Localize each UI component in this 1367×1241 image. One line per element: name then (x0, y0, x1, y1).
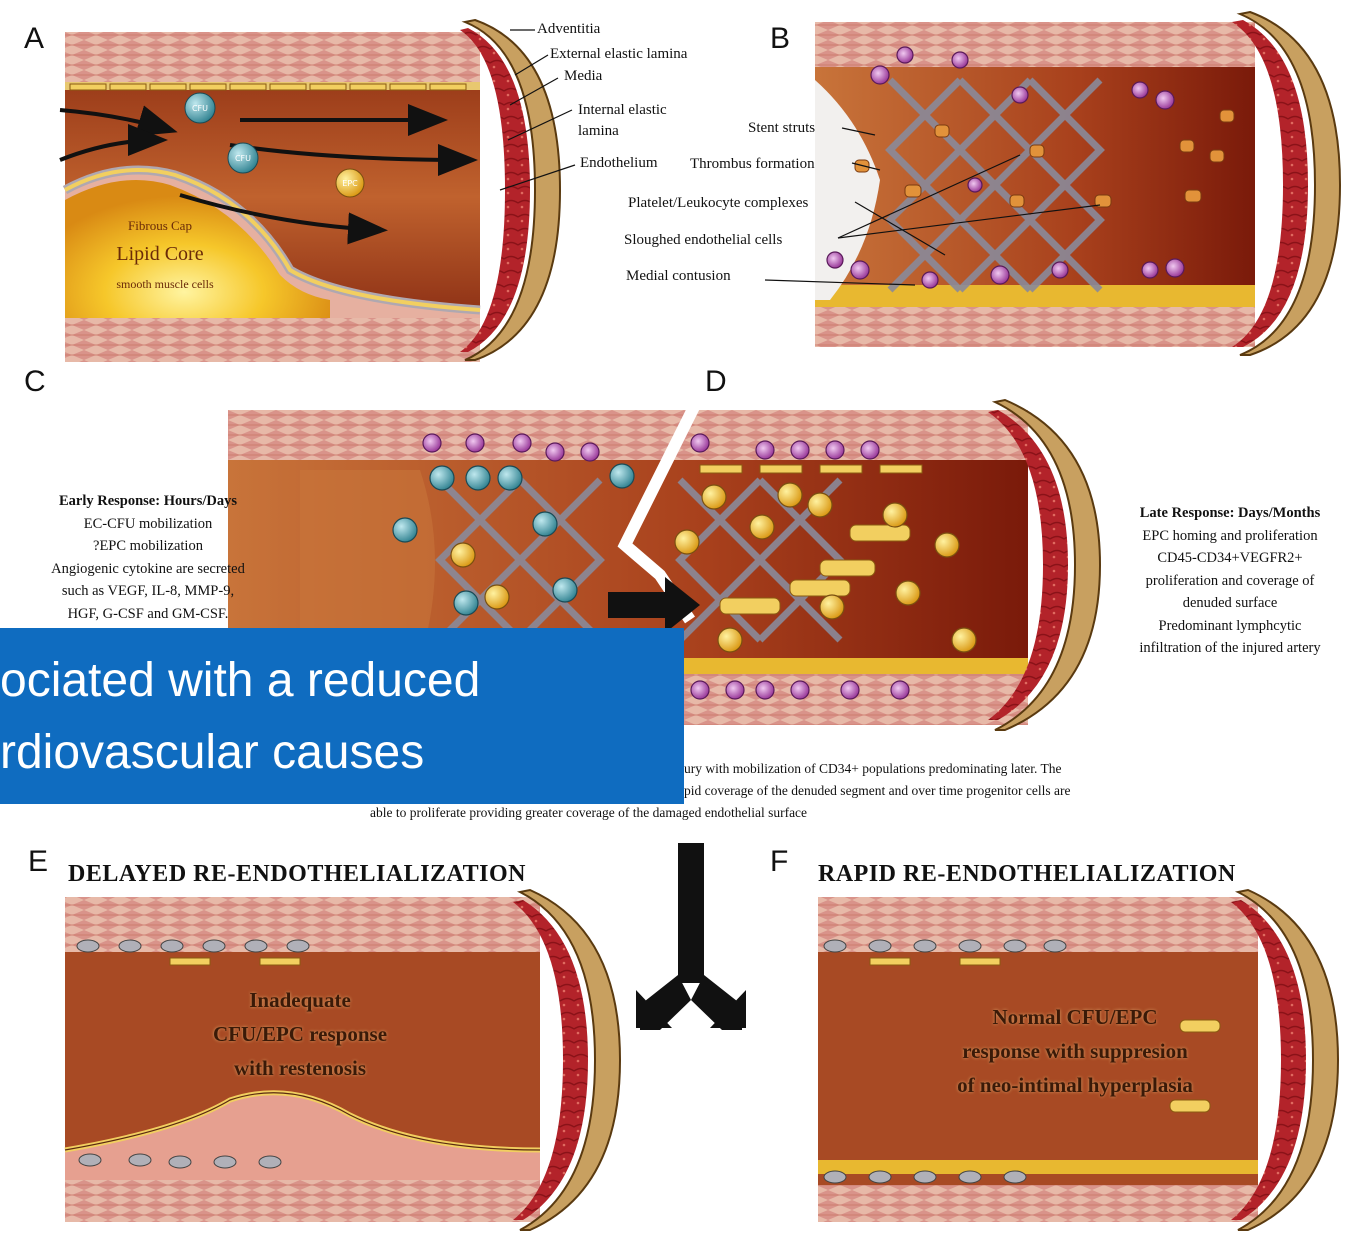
panel-e-text: Inadequate CFU/EPC response with resteno… (150, 983, 450, 1085)
overlay-banner: ociated with a reduced rdiovascular caus… (0, 628, 684, 804)
label-stent-struts: Stent struts (748, 120, 815, 137)
late-line-5: Predominant lymphcytic (1159, 618, 1302, 634)
panel-f-label: F (770, 845, 788, 879)
label-fibrous-cap: Fibrous Cap (110, 218, 210, 234)
late-response-text: Late Response: Days/Months EPC homing an… (1095, 502, 1365, 660)
cell-label: EPC (342, 179, 358, 188)
panel-f-line-1: Normal CFU/EPC (890, 1000, 1260, 1034)
caption-line-1: ury with mobilization of CD34+ populatio… (684, 758, 1061, 779)
panel-c-label: C (24, 365, 46, 399)
panel-e-title: DELAYED RE-ENDOTHELIALIZATION (68, 861, 526, 888)
early-response-title: Early Response: Hours/Days (59, 493, 237, 509)
panel-e-label: E (28, 845, 48, 879)
early-line-1: EC-CFU mobilization (84, 516, 212, 532)
panel-b-label: B (770, 22, 790, 56)
label-thrombus-formation: Thrombus formation (690, 156, 815, 173)
cell-label: CFU (192, 104, 208, 113)
label-lipid-core: Lipid Core (80, 243, 240, 266)
late-line-3: proliferation and coverage of (1146, 573, 1315, 589)
label-smooth-muscle-cells: smooth muscle cells (85, 277, 245, 292)
label-platelet-leukocyte: Platelet/Leukocyte complexes (628, 195, 808, 212)
late-response-title: Late Response: Days/Months (1140, 505, 1320, 521)
label-medial-contusion: Medial contusion (626, 268, 731, 285)
caption-line-2: pid coverage of the denuded segment and … (684, 780, 1070, 801)
label-external-elastic-lamina: External elastic lamina (550, 46, 687, 63)
panel-f-title: RAPID RE-ENDOTHELIALIZATION (818, 861, 1236, 888)
banner-line-1: ociated with a reduced (0, 645, 684, 717)
panel-f-line-2: response with suppresion (890, 1034, 1260, 1068)
label-adventitia: Adventitia (537, 21, 600, 38)
early-line-3: Angiogenic cytokine are secreted (51, 561, 245, 577)
panel-b-artery (765, 12, 1340, 355)
early-line-5: HGF, G-CSF and GM-CSF. (68, 606, 229, 622)
label-endothelium: Endothelium (580, 155, 658, 172)
panel-e-line-2: CFU/EPC response (150, 1017, 450, 1051)
caption-line-3: able to proliferate providing greater co… (370, 802, 807, 823)
label-sloughed-endothelial: Sloughed endothelial cells (624, 232, 782, 249)
late-line-2: CD45-CD34+VEGFR2+ (1157, 550, 1302, 566)
late-line-1: EPC homing and proliferation (1142, 528, 1317, 544)
late-line-6: infiltration of the injured artery (1139, 640, 1320, 656)
label-internal-elastic-lamina-text: Internal elastic lamina (578, 100, 698, 142)
early-line-4: such as VEGF, IL-8, MMP-9, (62, 583, 234, 599)
panel-a-label: A (24, 22, 44, 56)
early-line-2: ?EPC mobilization (93, 538, 203, 554)
panel-e-line-3: with restenosis (150, 1051, 450, 1085)
late-line-4: denuded surface (1183, 595, 1278, 611)
cell-label: CFU (235, 154, 251, 163)
label-media: Media (564, 68, 602, 85)
banner-line-2: rdiovascular causes (0, 717, 684, 789)
panel-a-artery (60, 20, 575, 362)
panel-f-text: Normal CFU/EPC response with suppresion … (890, 1000, 1260, 1102)
panel-f-line-3: of neo-intimal hyperplasia (890, 1068, 1260, 1102)
early-response-text: Early Response: Hours/Days EC-CFU mobili… (14, 490, 282, 625)
panel-e-line-1: Inadequate (150, 983, 450, 1017)
panel-d-label: D (705, 365, 727, 399)
split-arrow (636, 843, 746, 1030)
